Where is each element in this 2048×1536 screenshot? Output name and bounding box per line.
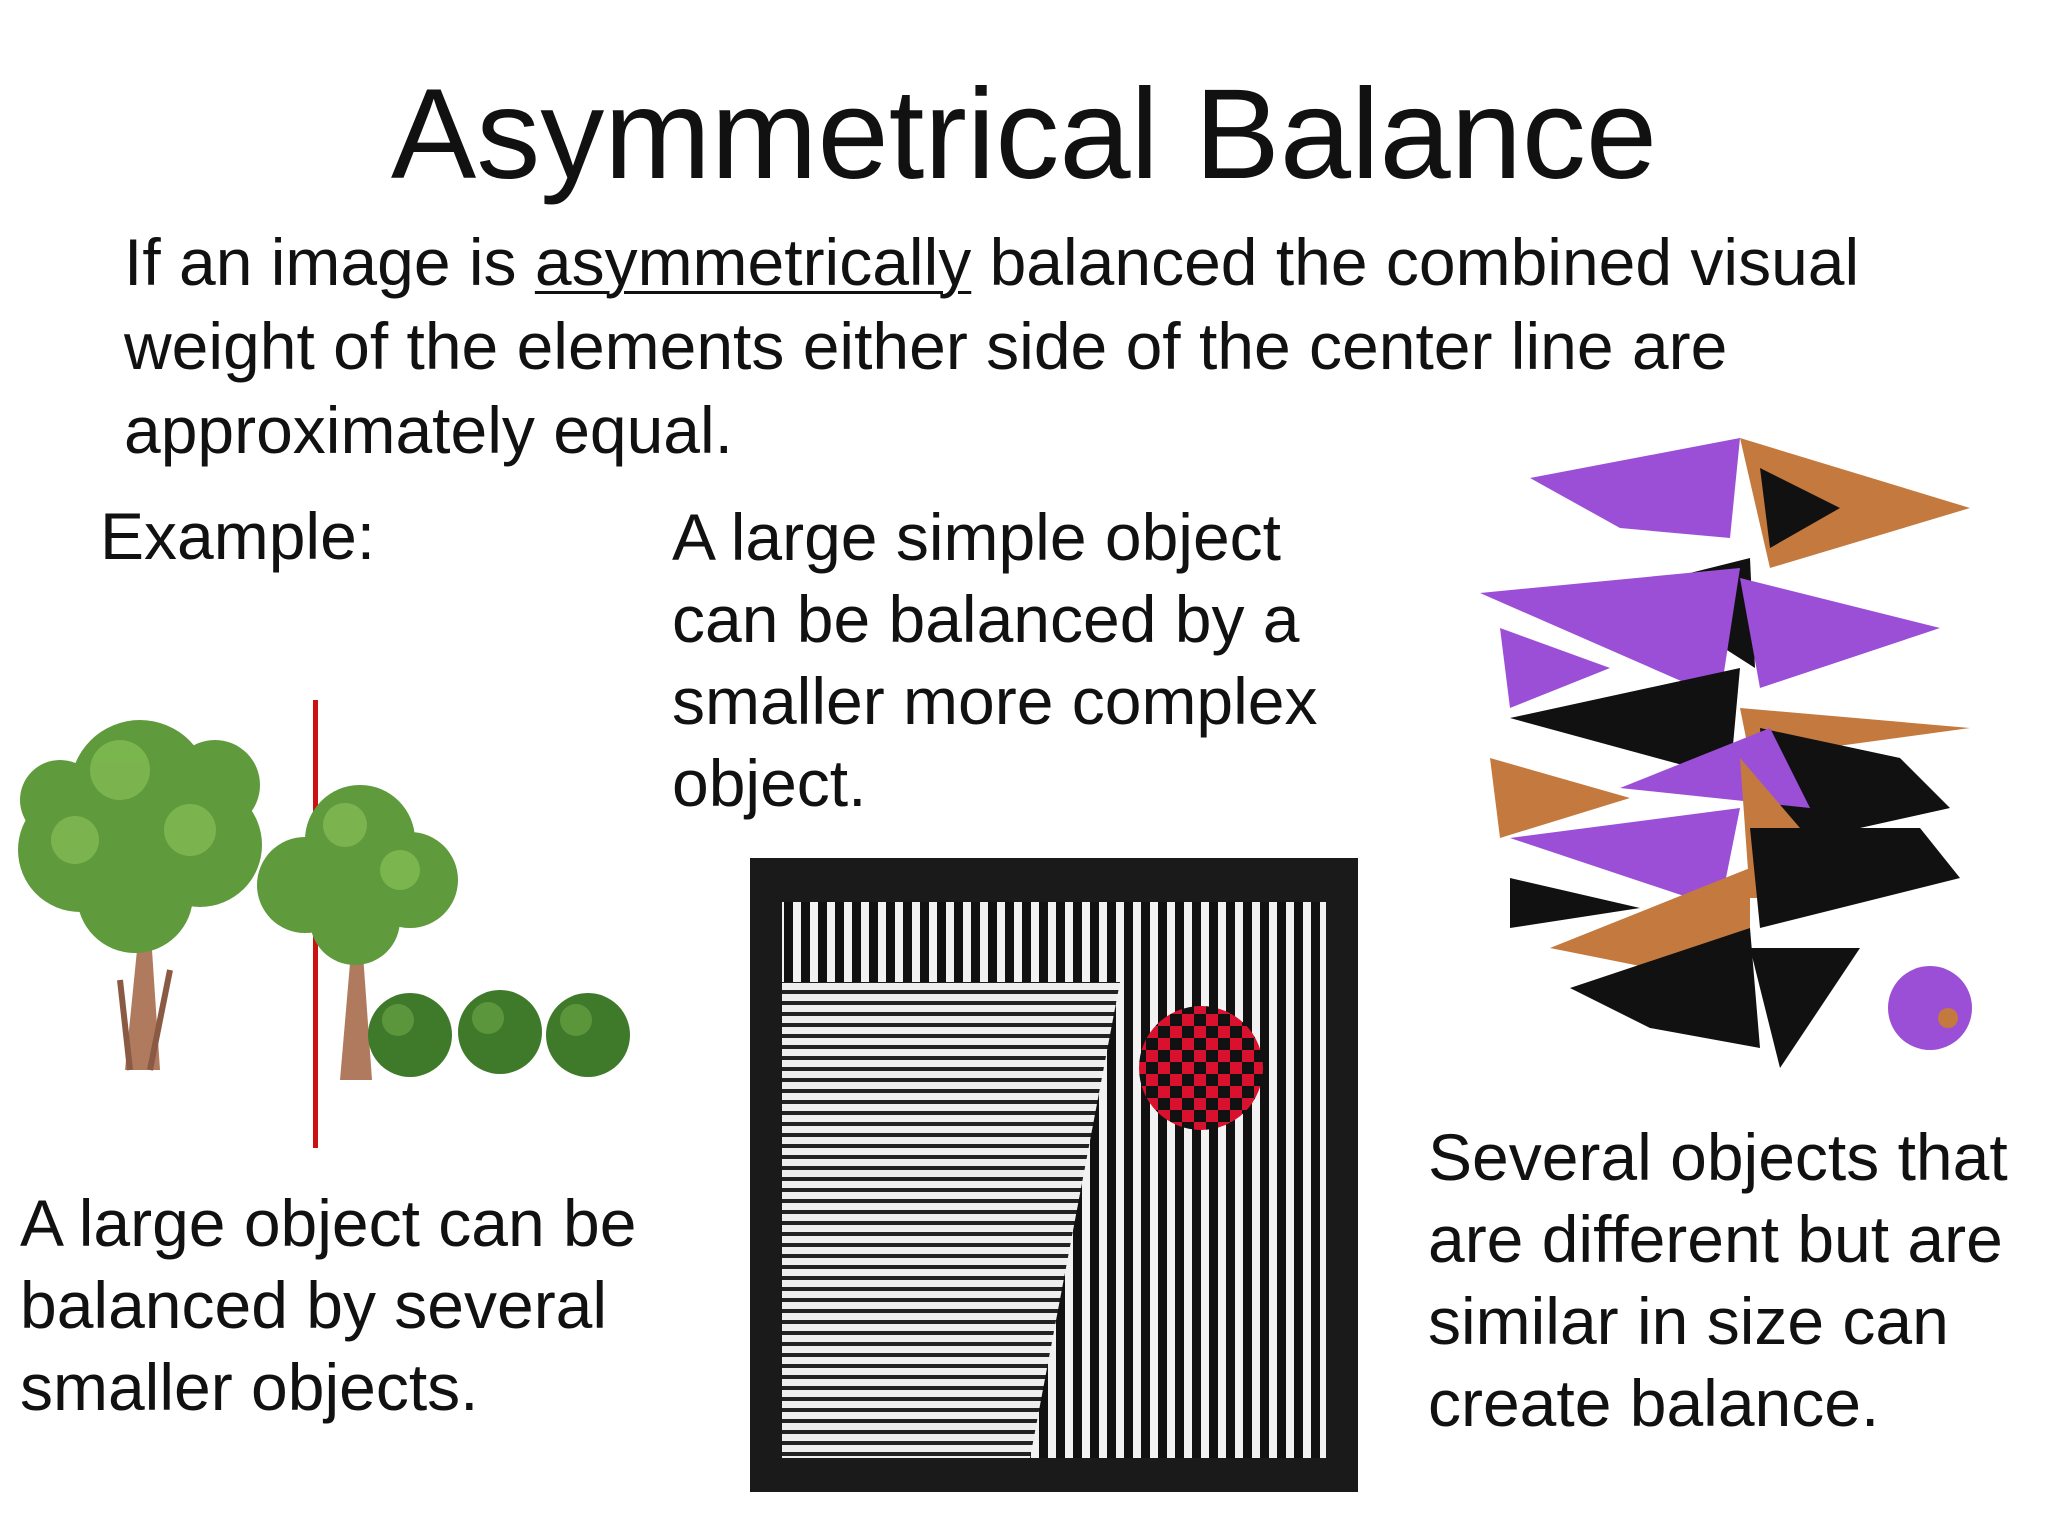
collage-shapes [1480,438,1970,1068]
stripes-svg [750,858,1358,1492]
checkered-circle [1139,1006,1263,1130]
intro-text-before: If an image is [124,225,535,299]
collage-purple-dot [1888,966,1972,1050]
caption-different-similar-size: Several objects that are different but a… [1428,1120,2008,1440]
tree-illustration [0,680,680,1160]
slide-title: Asymmetrical Balance [390,63,1658,206]
collage-orange-dot [1938,1008,1958,1028]
horizontal-stripe-panel [782,982,1120,1458]
large-tree-highlights [51,740,216,864]
striped-artwork [750,858,1358,1492]
trees-svg [18,700,630,1148]
large-tree-roots [117,969,173,1071]
large-tree-trunk [125,920,160,1070]
caption-simple-vs-complex: A large simple object can be balanced by… [672,500,1318,820]
intro-emphasis: asymmetrically [534,225,972,299]
bush-highlights [382,1002,592,1036]
collage-svg [1480,438,1972,1068]
bushes [368,990,630,1077]
intro-text-after: balanced the combined visual weight of t… [124,225,1860,467]
small-tree-trunk [340,940,372,1080]
example-label: Example: [100,499,376,573]
intro-paragraph: If an image is asymmetrically balanced t… [124,220,2004,472]
cut-paper-collage [1470,428,2030,1068]
caption-large-vs-several: A large object can be balanced by severa… [20,1186,637,1424]
small-tree-highlights [323,803,420,890]
